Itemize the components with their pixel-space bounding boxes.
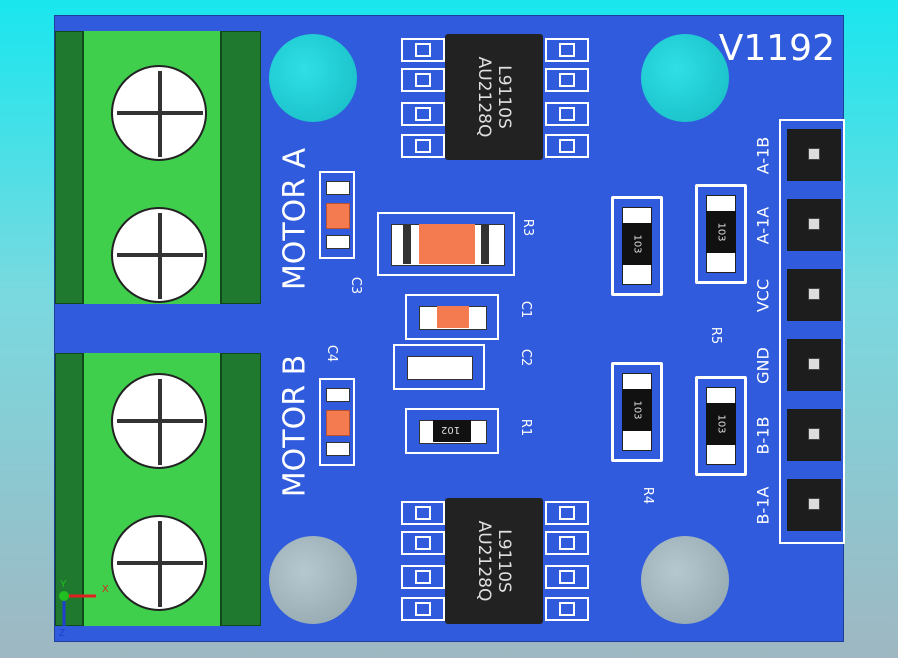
pin-header [779,119,845,544]
axis-triad-icon: X Y Z [59,579,109,638]
resistor-d[interactable]: 103 [695,376,747,476]
label-c3: C3 [348,276,364,295]
resistor-a-code: 103 [631,234,643,254]
mounting-hole-bottom-right [641,536,729,624]
screw-terminal-b2[interactable] [111,515,207,611]
axis-y-label: Y [60,579,67,590]
label-r3: R3 [520,218,536,237]
board-version-label: V1192 [718,28,835,69]
resistor-a[interactable]: 103 [611,196,663,296]
motor-b-label-wrap: MOTOR B [278,341,313,511]
label-c4: C4 [324,344,340,363]
label-r4: R4 [640,486,656,505]
label-c2: C2 [518,348,534,367]
axis-x-label: X [102,584,109,595]
motor-a-label-wrap: MOTOR A [278,134,313,304]
resistor-b-code: 103 [715,222,727,242]
capacitor-c2[interactable] [393,344,485,390]
motor-a-label: MOTOR A [277,147,313,291]
header-pin-1[interactable] [787,129,841,181]
pin-label-gnd: GND [753,347,773,384]
motor-b-label: MOTOR B [277,354,313,498]
axis-z-label: Z [59,628,65,638]
header-pin-4[interactable] [787,339,841,391]
pin-label-a1a: A-1A [753,206,773,245]
screw-terminal-b1[interactable] [111,373,207,469]
terminal-block-a [55,31,261,304]
pin-label-b1b: B-1B [753,416,773,455]
header-pin-5[interactable] [787,409,841,461]
chip-top-line1: L9110S [494,65,514,129]
mounting-hole-bottom-left [269,536,357,624]
chip-bottom-line1: L9110S [494,529,514,593]
chip-top-line2: AU2128Q [474,56,494,138]
resistor-d-code: 103 [715,414,727,434]
terminal-block-b [55,353,261,626]
resistor-c-code: 103 [631,400,643,420]
capacitor-c1[interactable] [405,294,499,340]
mounting-hole-top-left [269,34,357,122]
resistor-c[interactable]: 103 [611,362,663,462]
label-r5: R5 [708,326,724,345]
pin-label-vcc: VCC [753,278,773,313]
label-r1: R1 [518,418,534,437]
chip-bottom-line2: AU2128Q [474,520,494,602]
resistor-r3[interactable] [377,212,515,276]
screw-terminal-a1[interactable] [111,65,207,161]
resistor-r1[interactable]: 102 [405,408,499,454]
r1-code: 102 [441,424,461,435]
pin-label-a1b: A-1B [753,136,773,175]
capacitor-c4[interactable] [319,378,355,466]
screw-terminal-a2[interactable] [111,207,207,303]
header-pin-3[interactable] [787,269,841,321]
header-pin-6[interactable] [787,479,841,531]
header-pin-2[interactable] [787,199,841,251]
pin-label-b1a: B-1A [753,486,773,525]
mounting-hole-top-right [641,34,729,122]
driver-chip-top[interactable]: L9110S AU2128Q [445,34,543,160]
capacitor-c3[interactable] [319,171,355,259]
driver-chip-bottom[interactable]: L9110S AU2128Q [445,498,543,624]
label-c1: C1 [518,300,534,319]
pcb-board: V1192 MOTOR A MOTOR B L9110S AU2128Q [54,15,845,642]
resistor-b[interactable]: 103 [695,184,747,284]
